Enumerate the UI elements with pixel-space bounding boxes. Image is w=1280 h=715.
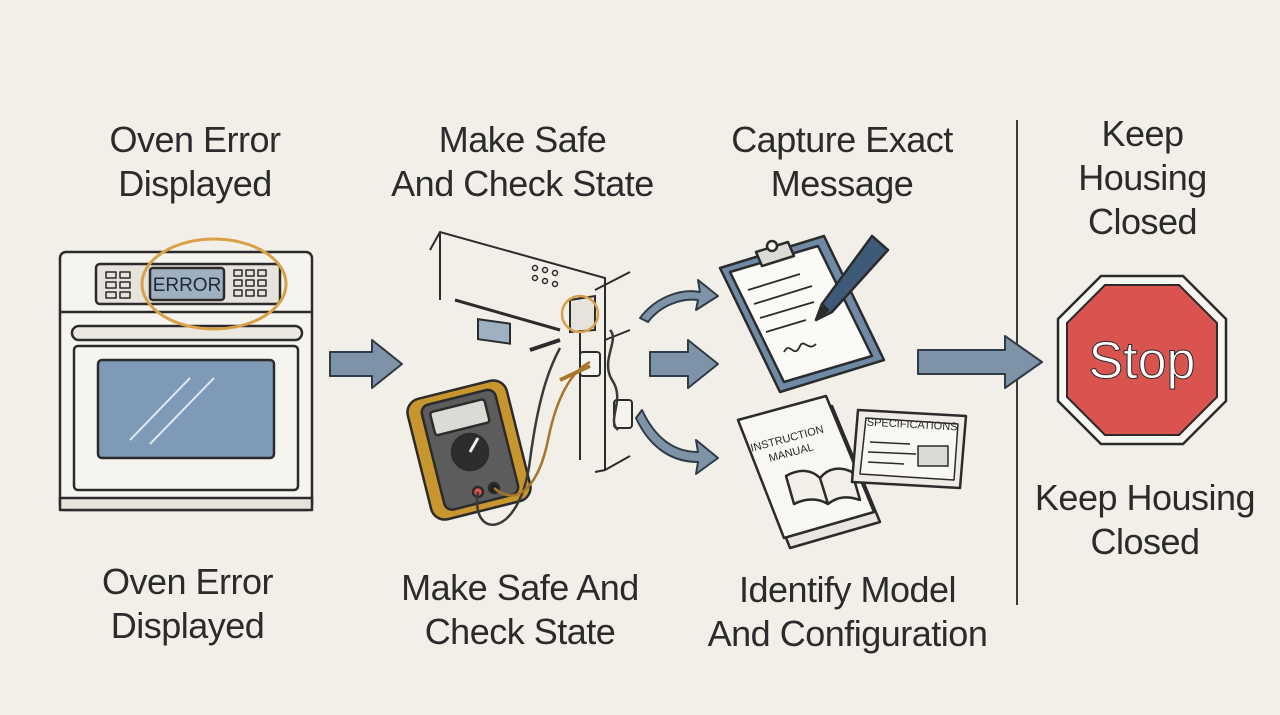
step4-top-line2: Housing (1078, 157, 1207, 198)
arrow-step1-to-step2 (329, 339, 403, 389)
multimeter-probe-leads (475, 329, 619, 526)
step2-top-label: Make Safe And Check State (380, 118, 665, 206)
step3-bottom-line1: Identify Model (738, 569, 957, 610)
oven-icon (58, 250, 314, 512)
step4-top-line3: Closed (1087, 201, 1198, 242)
arrow-to-capture-center (649, 339, 719, 389)
step1-bottom-line1: Oven Error (101, 561, 274, 602)
step1-bottom-label: Oven Error Displayed (65, 560, 310, 648)
arrow-to-stop (917, 335, 1043, 389)
oven-side-view (429, 230, 631, 473)
step4-bottom-label: Keep Housing Closed (1025, 476, 1265, 564)
step2-top-line1: Make Safe (438, 119, 607, 160)
specifications-plate-icon (850, 408, 968, 490)
step4-bottom-line1: Keep Housing (1034, 477, 1256, 518)
step1-bottom-line2: Displayed (110, 605, 265, 646)
step3-top-line2: Message (770, 163, 914, 204)
step2-top-line2: And Check State (391, 163, 654, 204)
step4-bottom-line2: Closed (1090, 521, 1200, 562)
arrow-to-identify-down (635, 409, 719, 475)
step2-bottom-label: Make Safe And Check State (385, 566, 655, 654)
arrow-to-capture-up (639, 279, 719, 323)
step1-top-line2: Displayed (118, 163, 272, 204)
clipboard-icon (718, 234, 886, 394)
step4-top-line1: Keep (1101, 113, 1184, 154)
connector-highlight-circle (560, 294, 600, 334)
step3-top-line1: Capture Exact (731, 119, 953, 160)
error-highlight-circle (140, 237, 288, 331)
stop-sign-icon (1056, 274, 1228, 446)
step3-bottom-label: Identify Model And Configuration (695, 568, 1000, 656)
step1-top-label: Oven Error Displayed (75, 118, 315, 206)
step3-top-label: Capture Exact Message (712, 118, 972, 206)
step2-bottom-line1: Make Safe And (401, 567, 639, 608)
stop-sign-text: Stop (1089, 332, 1196, 390)
step3-bottom-line2: And Configuration (707, 613, 988, 654)
specifications-plate-text: SPECIFICATIONS (866, 417, 957, 434)
step2-bottom-line2: Check State (424, 611, 616, 652)
step1-top-line1: Oven Error (109, 119, 281, 160)
multimeter-icon (406, 379, 532, 521)
step4-top-label: Keep Housing Closed (1050, 112, 1235, 244)
oven-display-text: ERROR (153, 275, 222, 296)
instruction-manual-icon (736, 394, 882, 550)
pen-icon (814, 234, 890, 322)
